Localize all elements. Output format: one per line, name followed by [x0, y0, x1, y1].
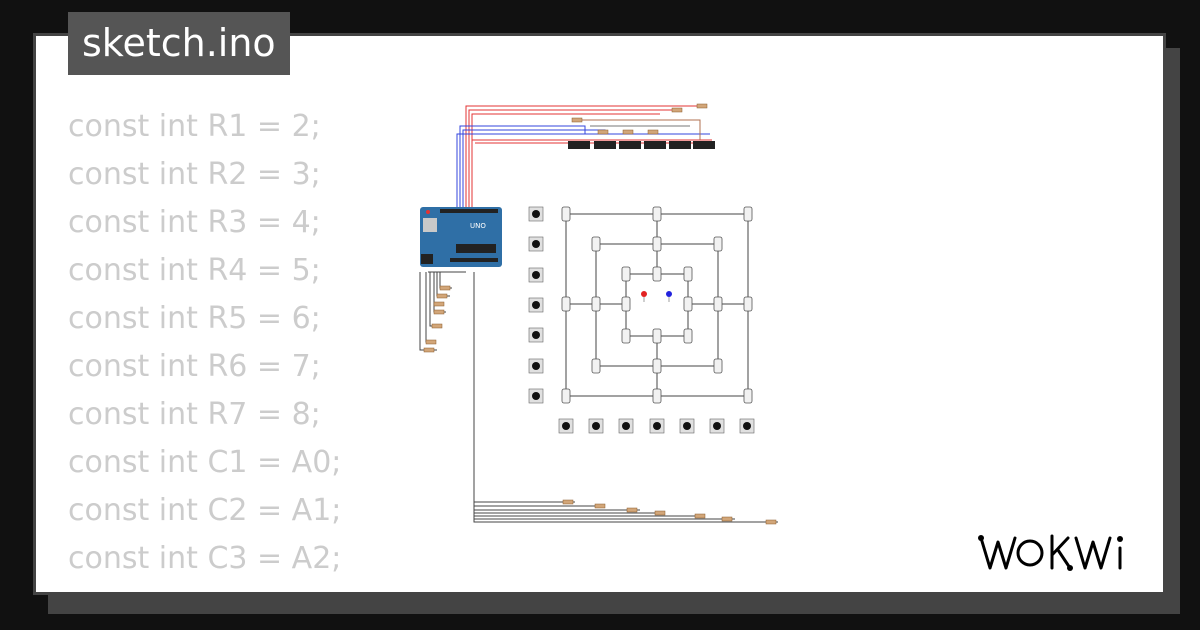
- led-module: [713, 296, 723, 312]
- led-module: [652, 328, 662, 344]
- led-module: [591, 358, 601, 374]
- code-line: const int R4 = 5;: [68, 253, 321, 288]
- code-line: const int C3 = A2;: [68, 541, 342, 576]
- led-module: [713, 236, 723, 252]
- top-modules: [568, 141, 715, 149]
- led-module: [652, 388, 662, 404]
- arduino-uno-board: UNO: [420, 207, 502, 267]
- bottom-wires: [473, 272, 778, 523]
- code-preview: const int R1 = 2; const int R2 = 3; cons…: [68, 103, 342, 592]
- led-module: [621, 266, 631, 282]
- push-button-icon: [588, 418, 604, 434]
- push-button-icon: [528, 236, 544, 252]
- led-icon: [641, 291, 647, 297]
- push-button-icon: [528, 206, 544, 222]
- led-module: [683, 296, 693, 312]
- wokwi-logo: [978, 534, 1123, 571]
- led-module: [591, 296, 601, 312]
- led-module: [621, 296, 631, 312]
- led-module: [652, 358, 662, 374]
- push-button-icon: [558, 418, 574, 434]
- preview-card: const int R1 = 2; const int R2 = 3; cons…: [33, 33, 1166, 595]
- code-line: const int C4 = A3;: [68, 583, 341, 592]
- led-icon: [666, 291, 672, 297]
- board-label: UNO: [470, 222, 486, 230]
- led-module: [561, 206, 571, 222]
- code-line: const int C1 = A0;: [68, 445, 342, 480]
- led-module: [561, 296, 571, 312]
- push-button-icon: [528, 388, 544, 404]
- led-module: [713, 358, 723, 374]
- push-button-icon: [739, 418, 755, 434]
- top-resistors: [571, 103, 708, 135]
- code-line: const int R7 = 8;: [68, 397, 321, 432]
- led-module: [683, 328, 693, 344]
- led-module: [743, 388, 753, 404]
- led-module: [743, 206, 753, 222]
- led-module: [743, 296, 753, 312]
- push-button-icon: [618, 418, 634, 434]
- led-module: [652, 236, 662, 252]
- push-button-icon: [709, 418, 725, 434]
- grid-nodes: [561, 206, 753, 404]
- code-line: const int R1 = 2;: [68, 109, 321, 144]
- code-line: const int R6 = 7;: [68, 349, 321, 384]
- code-line: const int R5 = 6;: [68, 301, 321, 336]
- led-module: [591, 236, 601, 252]
- led-module: [652, 266, 662, 282]
- led-module: [652, 206, 662, 222]
- led-module: [561, 388, 571, 404]
- push-button-icon: [679, 418, 695, 434]
- push-button-icon: [528, 297, 544, 313]
- code-line: const int R3 = 4;: [68, 205, 321, 240]
- push-button-icon: [528, 327, 544, 343]
- center-leds: [641, 291, 672, 302]
- top-wires: [456, 105, 712, 207]
- code-line: const int R2 = 3;: [68, 157, 321, 192]
- push-button-icon: [528, 267, 544, 283]
- led-module: [683, 266, 693, 282]
- push-button-icon: [649, 418, 665, 434]
- bottom-resistors: [562, 499, 777, 525]
- code-line: const int C2 = A1;: [68, 493, 342, 528]
- push-button-icon: [528, 358, 544, 374]
- led-module: [621, 328, 631, 344]
- file-name-badge: sketch.ino: [68, 12, 290, 75]
- push-buttons: [528, 206, 755, 434]
- left-resistors: [423, 285, 451, 353]
